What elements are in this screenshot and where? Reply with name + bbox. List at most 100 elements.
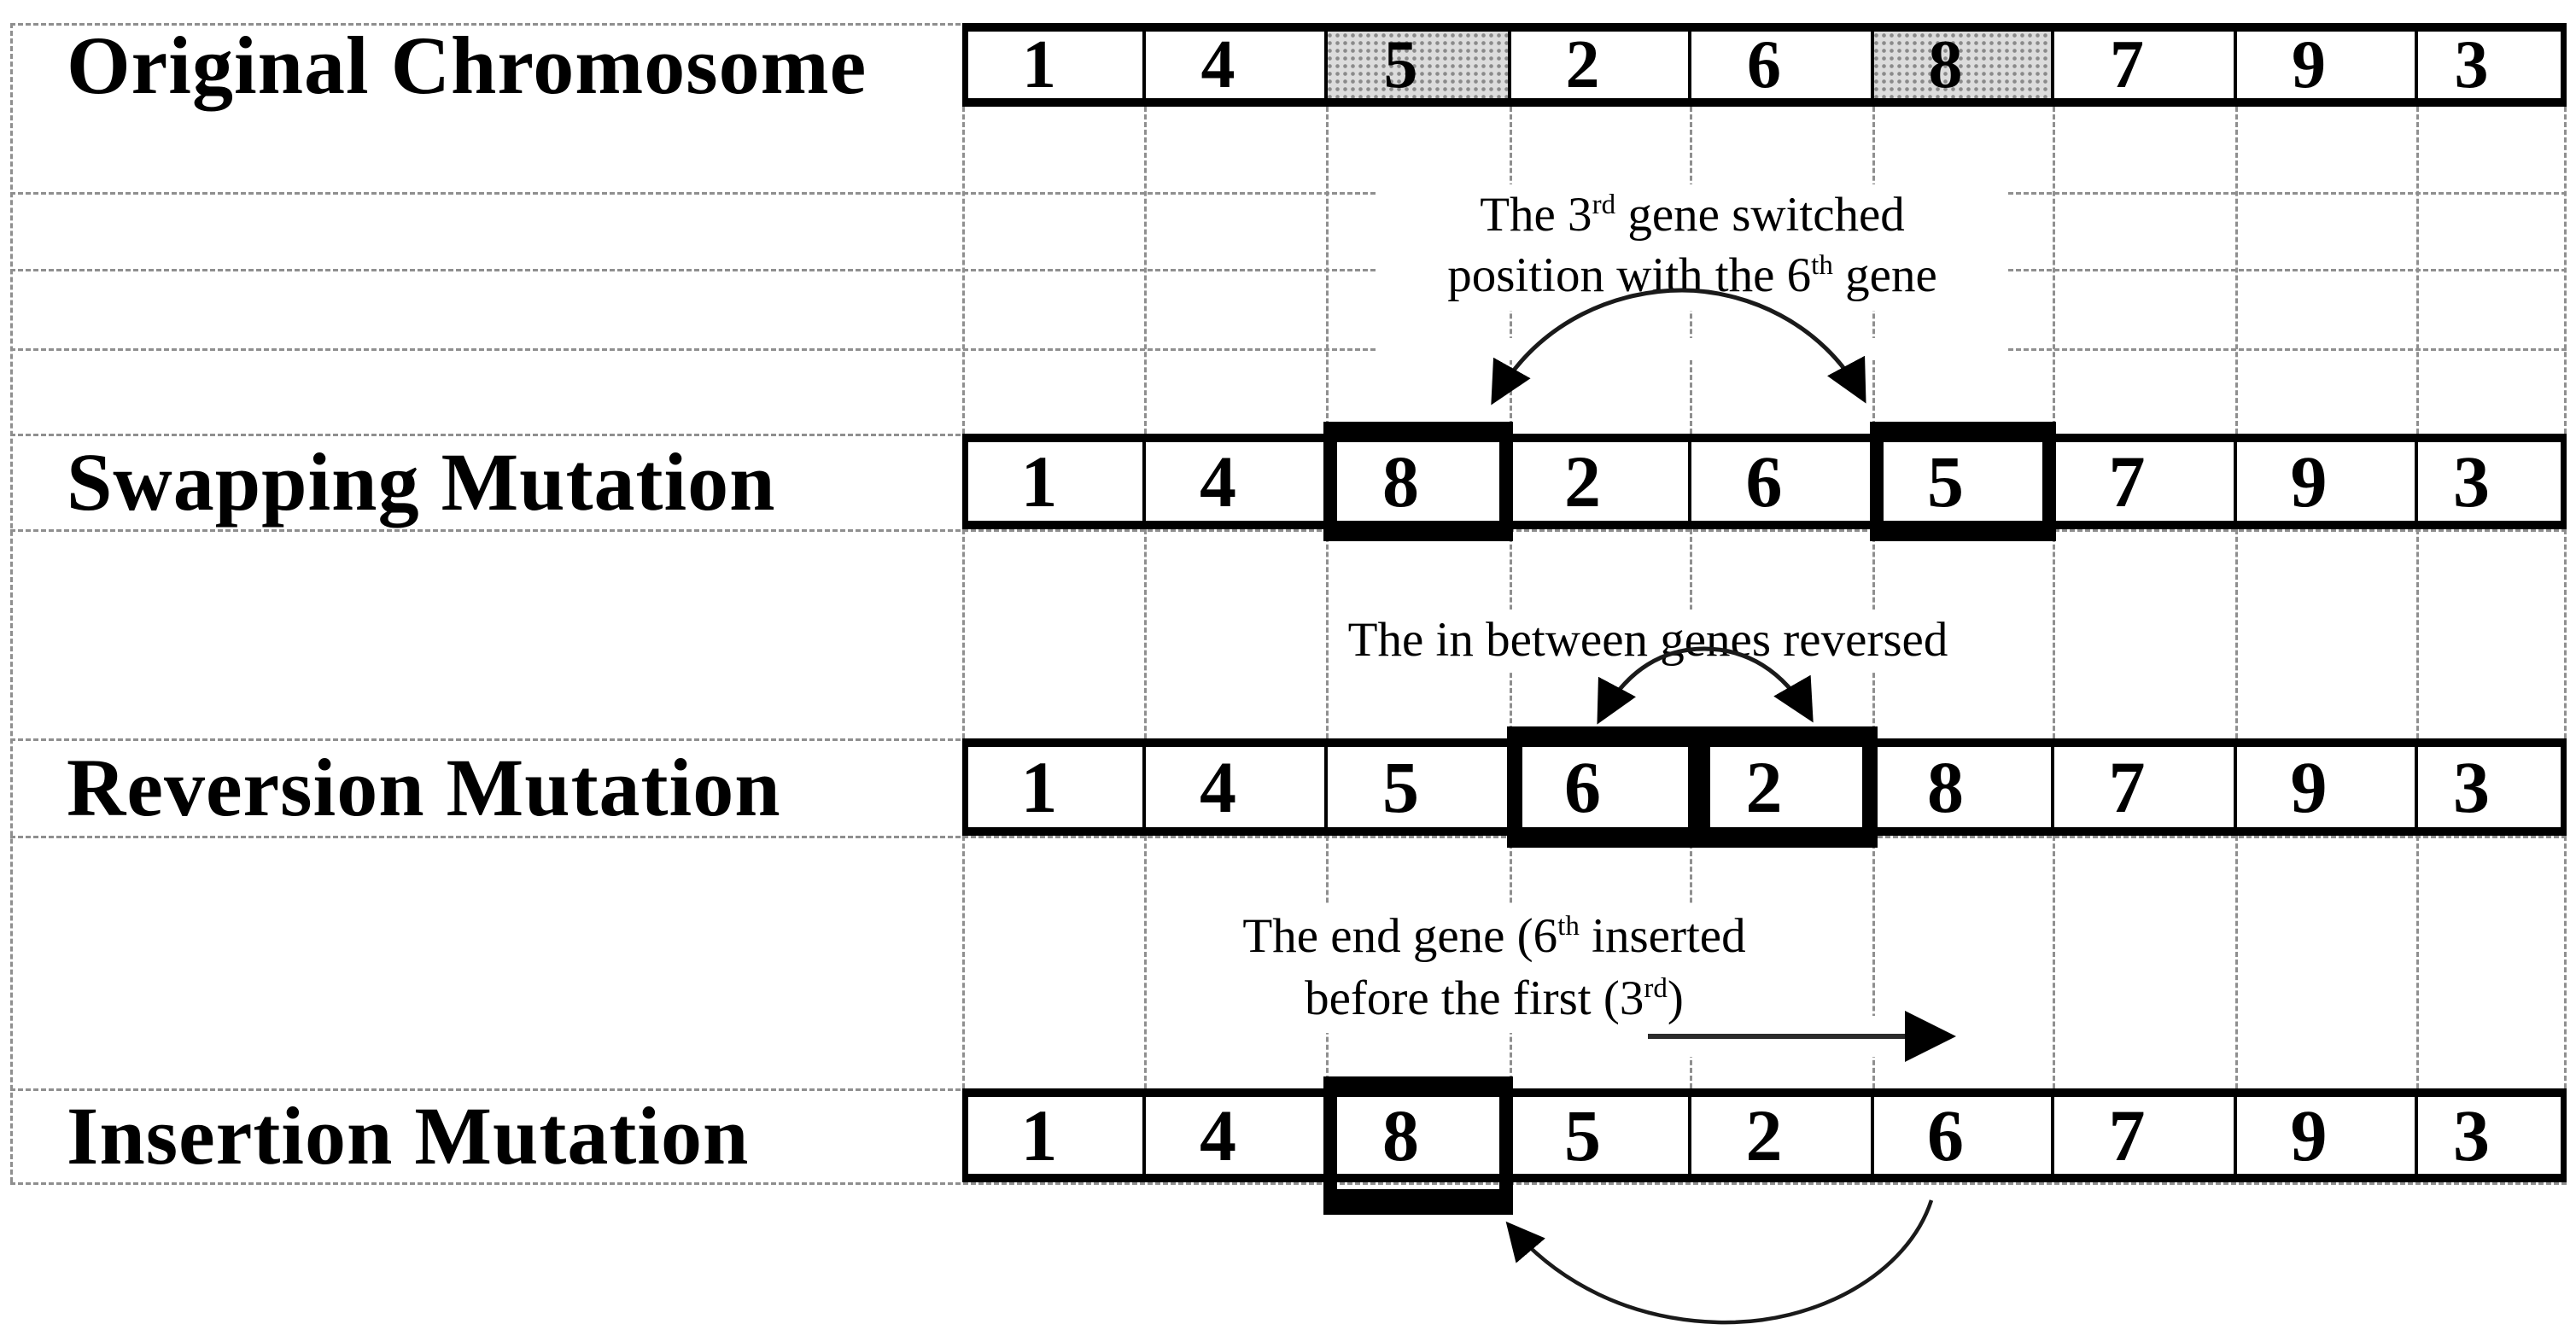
grid-line bbox=[1872, 836, 1875, 1088]
insertion-annotation-line2: before the first (3rd) bbox=[1305, 971, 1684, 1025]
grid-line bbox=[2564, 836, 2567, 1088]
grid-line bbox=[2053, 836, 2055, 1088]
insertion-return-arc-arrow bbox=[1505, 1199, 1934, 1325]
chromosome-row-reversion: 1 4 5 6 2 8 7 9 3 bbox=[962, 738, 2567, 836]
gene-cell: 3 bbox=[2453, 746, 2490, 828]
cell-divider bbox=[2415, 1097, 2418, 1174]
gene-cell: 6 bbox=[1747, 26, 1781, 102]
cell-divider bbox=[2234, 442, 2237, 521]
insertion-annotation-line1: The end gene (6th inserted bbox=[1242, 909, 1746, 963]
annotation-cover bbox=[1376, 338, 2008, 360]
cell-divider bbox=[2415, 442, 2418, 521]
gene-cell: 1 bbox=[1020, 440, 1058, 522]
grid-line bbox=[1144, 107, 1147, 434]
gene-cell: 3 bbox=[2453, 440, 2490, 522]
grid-line bbox=[10, 1182, 2567, 1185]
grid-line bbox=[2235, 107, 2238, 434]
grid-line bbox=[2564, 529, 2567, 738]
cell-divider bbox=[1142, 442, 1146, 521]
grid-line bbox=[2053, 529, 2055, 738]
gene-cell: 5 bbox=[1564, 1094, 1601, 1176]
highlight-box-swapped-gene-8 bbox=[1323, 422, 1513, 541]
cell-divider bbox=[2051, 1097, 2054, 1174]
cell-divider bbox=[1142, 747, 1146, 827]
cell-divider bbox=[1324, 747, 1328, 827]
gene-cell: 7 bbox=[2108, 746, 2146, 828]
grid-line bbox=[10, 269, 2567, 271]
row-label-reversion-mutation: Reversion Mutation bbox=[67, 741, 781, 833]
shaded-cell bbox=[1326, 32, 1510, 98]
grid-line bbox=[1144, 836, 1147, 1088]
gene-cell: 4 bbox=[1200, 440, 1236, 522]
gene-cell-shaded: 8 bbox=[1928, 26, 1963, 102]
cell-divider bbox=[2051, 32, 2054, 98]
reversion-annotation-line: The in between genes reversed bbox=[1347, 613, 1948, 667]
cell-divider bbox=[1871, 1097, 1874, 1174]
cell-divider bbox=[1688, 442, 1691, 521]
gene-cell: 2 bbox=[1565, 26, 1600, 102]
highlight-box-inserted-gene-8 bbox=[1323, 1076, 1513, 1215]
grid-line bbox=[10, 836, 2567, 838]
gene-cell-boxed: 2 bbox=[1745, 746, 1783, 828]
insertion-annotation: The end gene (6th inserted before the fi… bbox=[1183, 905, 1806, 1033]
cell-divider bbox=[1688, 32, 1691, 98]
chromosome-row-original: 1 4 5 2 6 8 7 9 3 bbox=[962, 23, 2567, 107]
cell-divider bbox=[2234, 1097, 2237, 1174]
grid-line bbox=[2235, 836, 2238, 1088]
row-label-swapping-mutation: Swapping Mutation bbox=[67, 435, 776, 528]
gene-cell: 5 bbox=[1382, 746, 1419, 828]
grid-line bbox=[2053, 107, 2055, 434]
gene-cell-boxed: 5 bbox=[1927, 440, 1964, 522]
reversion-annotation: The in between genes reversed bbox=[1330, 610, 1966, 671]
grid-line bbox=[10, 529, 2567, 532]
grid-line bbox=[10, 348, 2567, 351]
gene-cell: 6 bbox=[1927, 1094, 1964, 1176]
gene-cell: 1 bbox=[1022, 26, 1056, 102]
gene-cell: 9 bbox=[2290, 1094, 2328, 1176]
grid-line bbox=[962, 836, 965, 1088]
cell-divider bbox=[2234, 32, 2237, 98]
grid-line bbox=[2235, 529, 2238, 738]
chromosome-row-insertion: 1 4 8 5 2 6 7 9 3 bbox=[962, 1088, 2567, 1182]
gene-cell-shaded: 5 bbox=[1383, 26, 1418, 102]
gene-cell: 2 bbox=[1745, 1094, 1783, 1176]
swap-annotation-line2: position with the 6th gene bbox=[1447, 248, 1937, 302]
highlight-box-divider bbox=[1690, 742, 1710, 832]
highlight-box-reversed-genes bbox=[1507, 726, 1878, 848]
row-label-insertion-mutation: Insertion Mutation bbox=[67, 1089, 750, 1181]
shaded-cell bbox=[1872, 32, 2053, 98]
gene-cell-boxed: 8 bbox=[1382, 440, 1419, 522]
cell-divider bbox=[2234, 747, 2237, 827]
grid-line bbox=[1326, 107, 1329, 434]
gene-cell: 1 bbox=[1020, 1094, 1058, 1176]
swap-annotation-line1: The 3rd gene switched bbox=[1480, 188, 1905, 242]
grid-line bbox=[1326, 529, 1329, 738]
gene-cell: 9 bbox=[2292, 26, 2326, 102]
grid-line bbox=[962, 107, 965, 434]
cell-divider bbox=[1688, 1097, 1691, 1174]
gene-cell: 7 bbox=[2110, 26, 2144, 102]
chromosome-row-swapping: 1 4 8 2 6 5 7 9 3 bbox=[962, 434, 2567, 529]
gene-cell: 4 bbox=[1200, 1094, 1236, 1176]
grid-line bbox=[2564, 107, 2567, 434]
row-label-original-chromosome: Original Chromosome bbox=[67, 19, 867, 111]
gene-cell-boxed: 6 bbox=[1564, 746, 1601, 828]
cell-divider bbox=[2415, 32, 2418, 98]
gene-cell: 4 bbox=[1200, 746, 1236, 828]
grid-line bbox=[10, 192, 2567, 195]
cell-divider bbox=[1324, 32, 1328, 98]
gene-cell: 3 bbox=[2453, 1094, 2490, 1176]
gene-cell: 9 bbox=[2290, 440, 2328, 522]
cell-divider bbox=[1142, 1097, 1146, 1174]
grid-line bbox=[10, 23, 13, 1182]
grid-line bbox=[2416, 107, 2419, 434]
gene-cell: 9 bbox=[2290, 746, 2328, 828]
gene-cell: 1 bbox=[1020, 746, 1058, 828]
cell-divider bbox=[2415, 747, 2418, 827]
highlight-box-swapped-gene-5 bbox=[1870, 422, 2056, 541]
cell-divider bbox=[2051, 747, 2054, 827]
swap-annotation: The 3rd gene switched position with the … bbox=[1376, 184, 2008, 311]
cell-divider bbox=[1871, 32, 1874, 98]
grid-line bbox=[2416, 836, 2419, 1088]
